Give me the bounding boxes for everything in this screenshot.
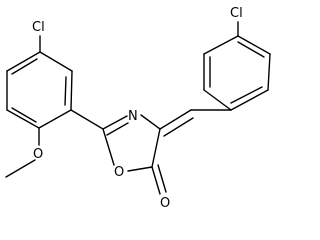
atom-label-o-carbonyl: O	[160, 196, 170, 211]
molecule-drawing: Cl Cl N O O O	[5, 6, 271, 211]
benzylidene-double-bond	[159, 109, 232, 137]
atom-label-o-ring: O	[114, 165, 124, 180]
atom-label-n-ring: N	[128, 109, 138, 124]
oxazolone-ring	[102, 114, 161, 172]
methoxy-group	[5, 127, 40, 178]
chlorophenyl-ring	[203, 35, 271, 111]
aryl-to-oxazolone-bond	[70, 109, 104, 130]
atom-label-cl-left: Cl	[32, 20, 45, 35]
carbonyl-group	[151, 164, 167, 195]
methoxy-chlorophenyl-ring	[6, 51, 73, 129]
structure-diagram: Cl Cl N O O O	[5, 6, 271, 211]
atom-label-o-methoxy: O	[33, 147, 43, 162]
atom-label-cl-right: Cl	[230, 6, 243, 21]
